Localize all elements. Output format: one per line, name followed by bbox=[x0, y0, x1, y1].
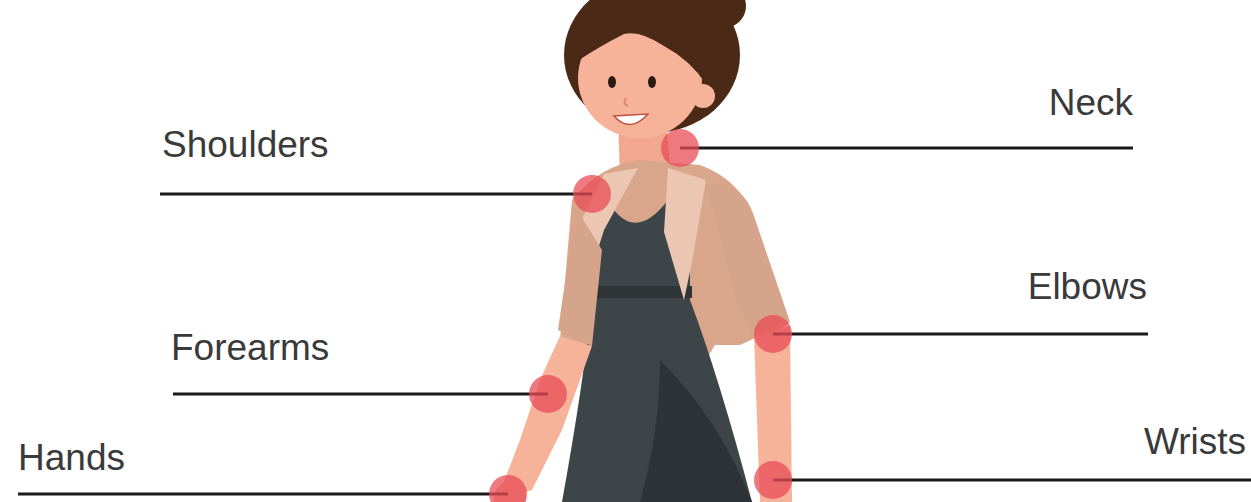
nose bbox=[624, 98, 628, 106]
dress-waist bbox=[590, 286, 692, 298]
leader-line bbox=[18, 493, 508, 496]
hair-fringe bbox=[576, 7, 714, 84]
ear bbox=[691, 84, 715, 108]
leader-line bbox=[773, 479, 1251, 482]
eye bbox=[648, 76, 656, 88]
dress-shade bbox=[640, 360, 752, 502]
pain-dot bbox=[754, 315, 792, 353]
smile bbox=[614, 114, 648, 125]
leader-line bbox=[680, 147, 1133, 150]
body-part-label: Hands bbox=[18, 437, 125, 480]
body-part-label: Wrists bbox=[1144, 421, 1246, 464]
body-part-label: Shoulders bbox=[162, 124, 329, 167]
pain-dot bbox=[489, 475, 527, 502]
body-part-label: Neck bbox=[1049, 82, 1133, 125]
pain-dot bbox=[661, 129, 699, 167]
lapel bbox=[664, 168, 706, 300]
leader-line bbox=[160, 193, 592, 196]
eye bbox=[608, 76, 616, 88]
pain-dot bbox=[754, 461, 792, 499]
leader-line bbox=[173, 393, 548, 396]
body-part-label: Elbows bbox=[1028, 266, 1147, 309]
sleeve bbox=[558, 208, 602, 346]
body-part-label: Forearms bbox=[171, 327, 329, 370]
pain-dot bbox=[529, 375, 567, 413]
pain-dot bbox=[573, 175, 611, 213]
leader-line bbox=[773, 333, 1148, 336]
